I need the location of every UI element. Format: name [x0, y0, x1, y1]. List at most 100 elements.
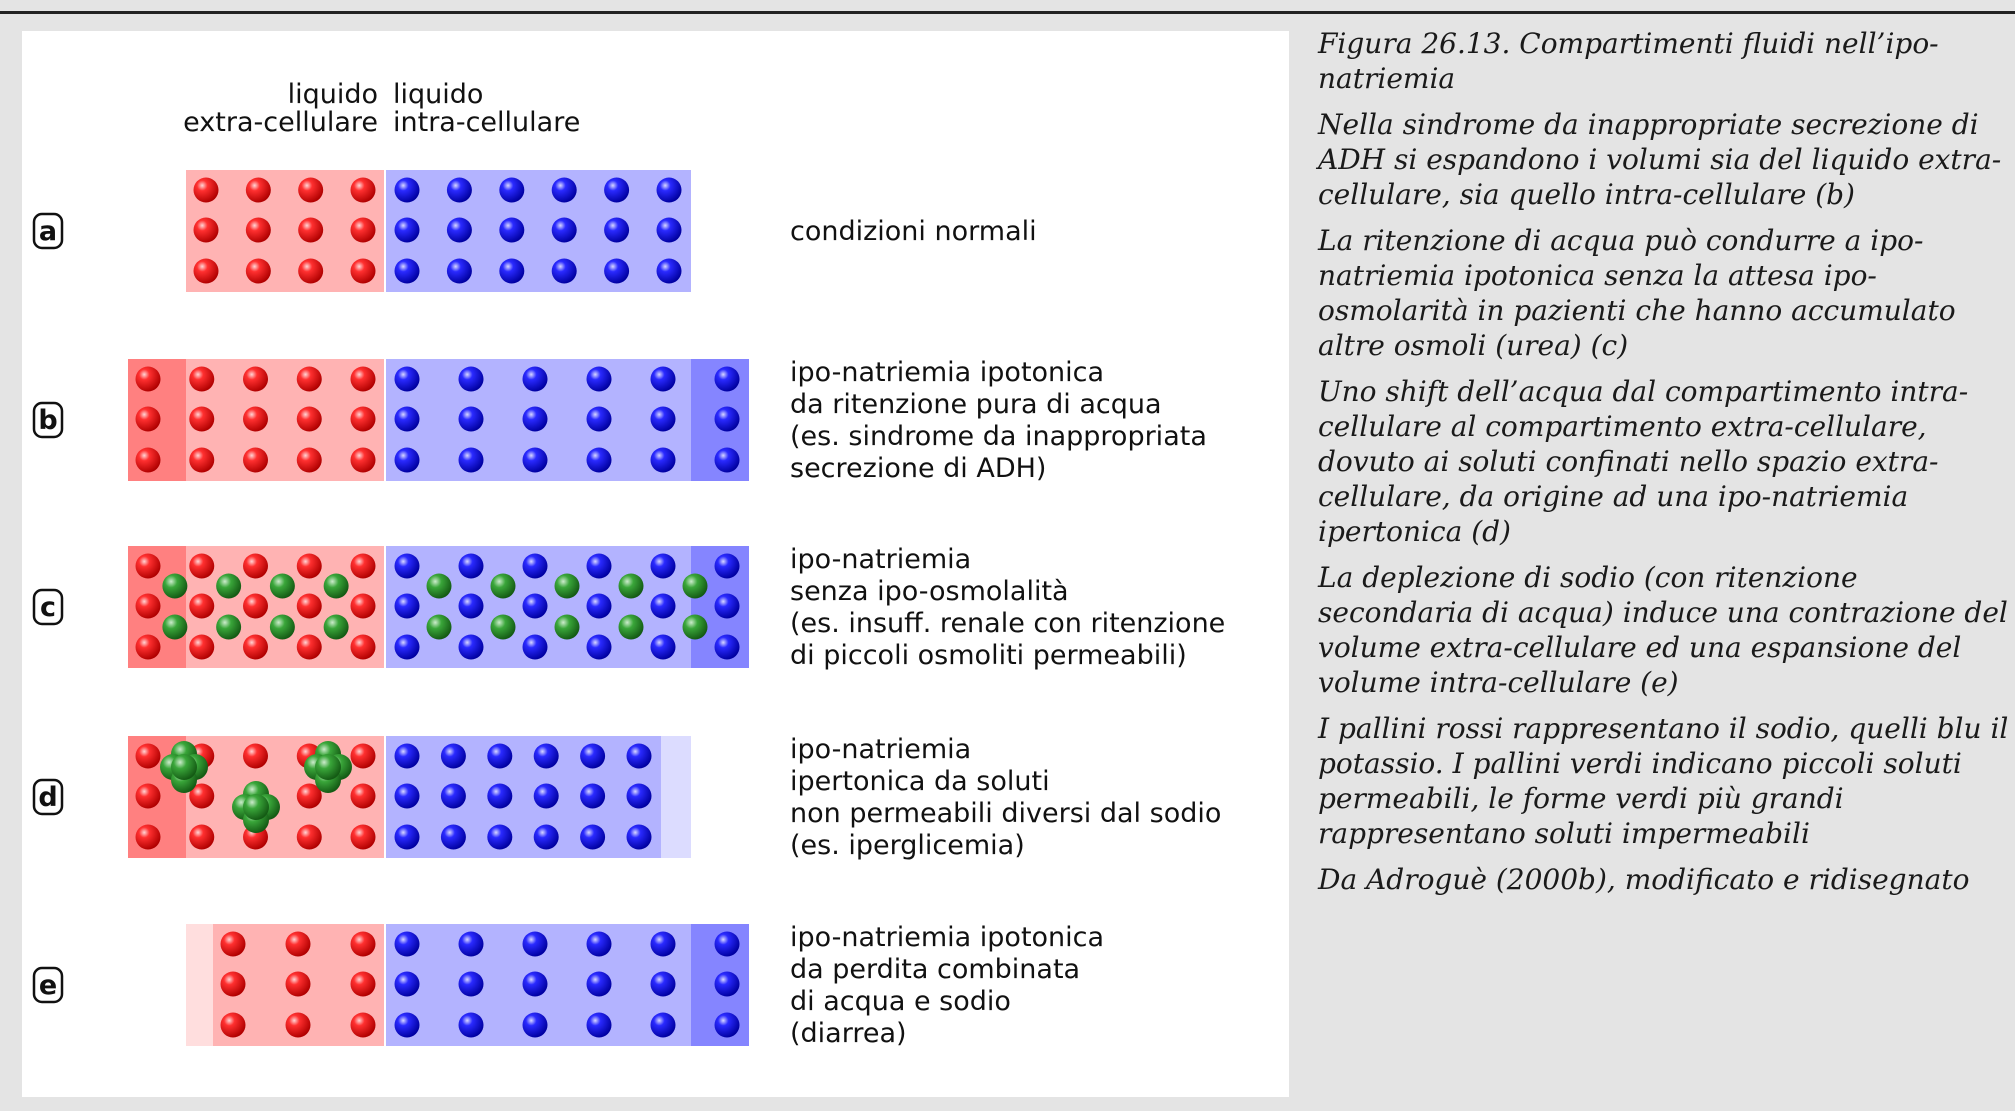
- potassium-ion: [394, 931, 420, 957]
- icf-compartment: [385, 924, 749, 1046]
- potassium-ion: [487, 824, 513, 850]
- small-permeable-solute: [554, 573, 580, 599]
- icf-volume-loss-band: [661, 736, 691, 858]
- potassium-ion: [522, 1012, 548, 1038]
- sodium-ion: [350, 177, 376, 203]
- potassium-ion: [522, 447, 548, 473]
- potassium-ion: [626, 743, 652, 769]
- sodium-ion: [243, 634, 268, 660]
- icf-compartment: [385, 359, 749, 481]
- row-letter-frame: [32, 588, 64, 626]
- potassium-ion: [650, 634, 676, 660]
- small-permeable-solute: [618, 614, 644, 640]
- sodium-ion: [296, 824, 322, 850]
- sodium-ion: [189, 553, 215, 579]
- sodium-ion: [189, 406, 215, 432]
- sodium-ion: [350, 971, 376, 997]
- small-permeable-solute: [162, 614, 188, 640]
- sodium-ion: [243, 593, 268, 619]
- caption-paragraph: Nella sindrome da inappropriate secrezio…: [1318, 108, 2002, 211]
- potassium-ion: [440, 783, 466, 809]
- ecf-label-line1: liquido: [288, 79, 378, 110]
- row-letter-badge: b: [32, 401, 64, 439]
- potassium-ion: [586, 406, 612, 432]
- sodium-ion: [296, 553, 322, 579]
- row-description-line: di piccoli osmoliti permeabili): [790, 640, 1187, 671]
- row-description-line: ipertonica da soluti: [790, 766, 1050, 797]
- sodium-ion: [243, 366, 268, 392]
- potassium-ion: [714, 366, 740, 392]
- impermeable-solute-cluster: [232, 781, 280, 833]
- caption-paragraph: La deplezione di sodio (con ritenzione s…: [1318, 561, 2008, 699]
- impermeable-solute: [315, 754, 341, 780]
- icf-compartment: [385, 170, 691, 292]
- caption-paragraph: Uno shift dell’acqua dal compartimento i…: [1318, 375, 1969, 548]
- potassium-ion: [580, 824, 606, 850]
- impermeable-solute: [243, 794, 269, 820]
- sodium-ion: [135, 593, 161, 619]
- row-letter-badge: e: [32, 966, 64, 1004]
- potassium-ion: [458, 971, 484, 997]
- potassium-ion: [551, 177, 577, 203]
- sodium-ion: [350, 743, 376, 769]
- potassium-ion: [458, 553, 484, 579]
- impermeable-solute-cluster: [160, 741, 208, 793]
- row-letter-badge: a: [32, 212, 64, 250]
- potassium-ion: [626, 824, 652, 850]
- icf-compartment: [385, 546, 749, 668]
- row-letter-frame: [32, 966, 64, 1004]
- potassium-ion: [458, 931, 484, 957]
- row-description-line: da ritenzione pura di acqua: [790, 389, 1162, 420]
- row-letter-frame: [32, 212, 64, 250]
- potassium-ion: [626, 783, 652, 809]
- potassium-ion: [714, 634, 740, 660]
- sodium-ion: [296, 593, 322, 619]
- potassium-ion: [394, 743, 420, 769]
- sodium-ion: [220, 931, 246, 957]
- row-description-line: ipo-natriemia ipotonica: [790, 357, 1104, 388]
- potassium-ion: [656, 217, 682, 243]
- row-description-line: (es. insuff. renale con ritenzione: [790, 608, 1225, 639]
- potassium-ion: [458, 447, 484, 473]
- potassium-ion: [394, 553, 420, 579]
- small-permeable-solute: [269, 573, 295, 599]
- potassium-ion: [458, 593, 484, 619]
- potassium-ion: [394, 824, 420, 850]
- row-letter-frame: [32, 778, 64, 816]
- potassium-ion: [604, 217, 630, 243]
- sodium-ion: [135, 743, 161, 769]
- potassium-ion: [446, 177, 472, 203]
- potassium-ion: [586, 931, 612, 957]
- potassium-ion: [487, 783, 513, 809]
- sodium-ion: [296, 783, 322, 809]
- potassium-ion: [522, 553, 548, 579]
- potassium-ion: [650, 1012, 676, 1038]
- small-permeable-solute: [682, 614, 708, 640]
- potassium-ion: [522, 406, 548, 432]
- sodium-ion: [350, 783, 376, 809]
- row-description-line: da perdita combinata: [790, 954, 1080, 985]
- sodium-ion: [350, 553, 376, 579]
- potassium-ion: [714, 447, 740, 473]
- potassium-ion: [394, 366, 420, 392]
- potassium-ion: [458, 634, 484, 660]
- sodium-ion: [189, 593, 215, 619]
- potassium-ion: [446, 258, 472, 284]
- small-permeable-solute: [323, 614, 349, 640]
- potassium-ion: [714, 593, 740, 619]
- potassium-ion: [394, 177, 420, 203]
- sodium-ion: [285, 931, 311, 957]
- row-letter: b: [38, 405, 57, 436]
- potassium-ion: [394, 217, 420, 243]
- row-description-line: ipo-natriemia: [790, 544, 971, 575]
- row-description-line: condizioni normali: [790, 216, 1037, 247]
- fluid-compartments-diagram: liquido extra-cellulare liquido intra-ce…: [32, 79, 1225, 1049]
- sodium-ion: [189, 447, 215, 473]
- sodium-ion: [189, 634, 215, 660]
- sodium-ion: [350, 258, 376, 284]
- sodium-ion: [296, 406, 322, 432]
- sodium-ion: [350, 217, 376, 243]
